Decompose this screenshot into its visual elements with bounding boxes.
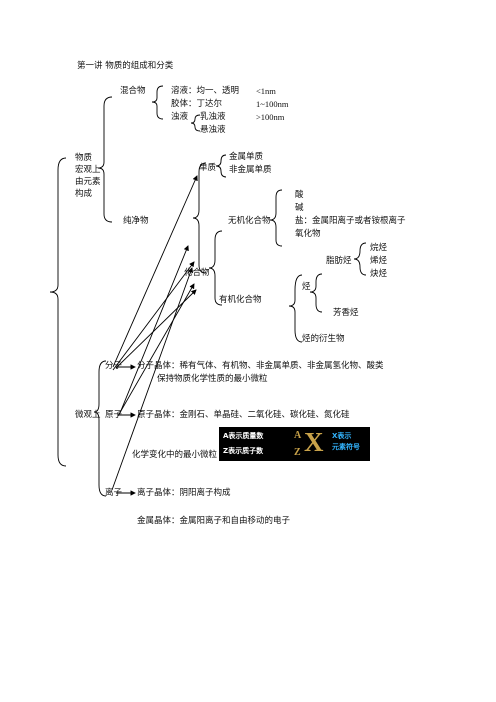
- aliphatic-label: 脂肪烃: [326, 256, 352, 266]
- pure-label: 纯净物: [123, 216, 149, 226]
- inset-element-line-2: 元素符号: [332, 443, 360, 451]
- brace-hydrocarbon: [309, 273, 323, 313]
- molecule-note: 保持物质化学性质的最小微粒: [157, 374, 268, 384]
- inset-mass-symbol: A: [294, 430, 302, 441]
- metal-crystal: 金属晶体：金属阳离子和自由移动的电子: [137, 516, 291, 526]
- inset-element-symbol: X: [304, 427, 324, 457]
- root-line-4: 构成: [75, 189, 93, 199]
- inset-proton-number-text: Z表示质子数: [223, 447, 264, 455]
- brace-mixture: [151, 85, 164, 120]
- atom-label: 原子: [105, 410, 123, 420]
- mixture-turbid: 浊液: [171, 112, 189, 122]
- brace-pure: [192, 162, 207, 274]
- brace-inorganic: [269, 189, 283, 247]
- mixture-solution-size: <1nm: [256, 86, 276, 96]
- derivative-label: 烃的衍生物: [302, 334, 345, 344]
- brace-micro: [93, 360, 107, 497]
- micro-label: 微观上: [75, 410, 101, 420]
- atom-note: 化学变化中的最小微粒: [132, 450, 218, 460]
- organic-label: 有机化合物: [219, 295, 262, 305]
- element-nonmetal: 非金属单质: [229, 165, 272, 175]
- molecule-crystal: 分子晶体：稀有气体、有机物、非金属单质、非金属氢化物、酸类: [137, 361, 384, 371]
- brace-macro: [97, 96, 113, 223]
- ion-label: 离子: [105, 488, 123, 498]
- inorganic-label: 无机化合物: [228, 216, 271, 226]
- aromatic-label: 芳香烃: [333, 308, 359, 318]
- nuclide-notation-inset: A表示质量数 Z表示质子数 A Z X X表示 元素符号: [219, 427, 370, 461]
- inorganic-base: 碱: [295, 203, 304, 213]
- root-line-3: 由元素: [75, 177, 101, 187]
- inorganic-salt: 盐：金属阳离子或者铵根离子: [295, 216, 406, 226]
- brace-turbid: [190, 114, 201, 132]
- hydrocarbon-label: 烃: [302, 282, 311, 292]
- brace-compound: [208, 230, 223, 306]
- aliphatic-alkyne: 炔烃: [370, 269, 388, 279]
- inset-element-line-1: X表示: [332, 432, 352, 440]
- inorganic-acid: 酸: [295, 190, 304, 200]
- inset-mass-number-text: A表示质量数: [223, 432, 264, 440]
- inset-proton-symbol: Z: [294, 447, 301, 458]
- mixture-turbid-size: >100nm: [256, 112, 285, 122]
- brace-substance: [49, 157, 67, 467]
- mixture-suspension: 悬浊液: [200, 125, 226, 135]
- brace-aliphatic: [353, 242, 367, 276]
- compound-label: 化合物: [184, 268, 210, 278]
- mixture-colloid: 胶体：丁达尔: [171, 99, 223, 109]
- molecule-label: 分子: [105, 361, 123, 371]
- mixture-colloid-size: 1~100nm: [256, 99, 289, 109]
- inorganic-oxide: 氧化物: [295, 229, 321, 239]
- page-title: 第一讲 物质的组成和分类: [77, 61, 174, 71]
- aliphatic-alkane: 烷烃: [370, 243, 388, 253]
- aliphatic-alkene: 烯烃: [370, 256, 388, 266]
- mixture-emulsion: 乳浊液: [200, 112, 226, 122]
- mixture-label: 混合物: [120, 86, 146, 96]
- atom-crystal: 原子晶体：金刚石、单晶硅、二氧化硅、碳化硅、氮化硅: [137, 410, 350, 420]
- mixture-solution: 溶液：均一、透明: [171, 86, 240, 96]
- root-line-1: 物质: [75, 153, 93, 163]
- element-metal: 金属单质: [229, 152, 264, 162]
- root-line-2: 宏观上: [75, 165, 101, 175]
- element-label: 单质: [199, 163, 217, 173]
- ion-crystal: 离子晶体：阴阳离子构成: [137, 488, 231, 498]
- brace-organic: [288, 274, 303, 343]
- brace-element: [215, 154, 227, 178]
